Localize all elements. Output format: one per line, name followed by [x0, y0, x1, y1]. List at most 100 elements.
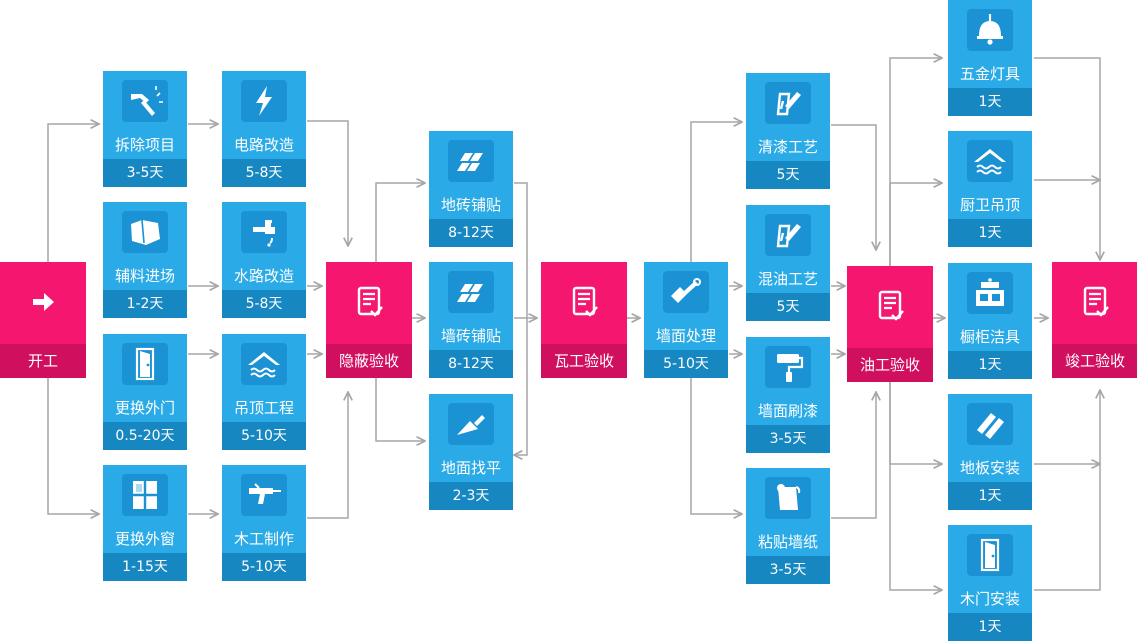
lamp-icon	[967, 9, 1013, 51]
node-footer	[746, 161, 830, 189]
node-label: 地砖铺贴	[440, 196, 501, 214]
task-plumbing: 水路改造 5-8天	[222, 202, 306, 318]
tiles-icon	[448, 271, 494, 313]
ceiling-icon	[967, 140, 1013, 182]
node-label: 木工制作	[233, 530, 294, 548]
node-label: 墙面刷漆	[757, 402, 818, 420]
faucet-icon	[241, 211, 287, 253]
connector	[690, 375, 742, 514]
connector	[1034, 57, 1100, 260]
checklist-icon	[871, 286, 909, 326]
scraper-icon	[663, 271, 709, 313]
node-footer	[948, 219, 1032, 247]
task-wall-prep: 墙面处理 5-10天	[644, 262, 728, 378]
paint-roller-icon	[765, 346, 811, 388]
node-label: 更换外窗	[114, 530, 175, 548]
hammer-icon	[122, 80, 168, 122]
node-label: 木门安装	[959, 590, 1020, 608]
paint-brush-icon	[765, 82, 811, 124]
node-label: 墙面处理	[655, 327, 716, 345]
node-duration: 5-10天	[241, 559, 287, 575]
connector	[375, 183, 425, 262]
wallpaper-roll-icon	[765, 477, 811, 519]
door-icon	[122, 343, 168, 385]
node-label: 瓦工验收	[553, 352, 614, 370]
node-duration: 5-10天	[663, 356, 709, 372]
node-footer	[222, 159, 306, 187]
node-duration: 5-8天	[245, 165, 283, 181]
node-label: 拆除项目	[114, 136, 175, 154]
node-label: 吊顶工程	[233, 399, 294, 417]
node-label: 五金灯具	[959, 65, 1020, 83]
node-label: 更换外门	[114, 399, 175, 417]
connector	[307, 120, 348, 246]
node-label: 墙砖铺贴	[440, 327, 501, 345]
node-duration: 3-5天	[769, 431, 807, 447]
node-footer	[222, 290, 306, 318]
node-duration: 1天	[978, 357, 1002, 373]
tiles-icon	[448, 140, 494, 182]
node-footer	[948, 482, 1032, 510]
connector	[889, 380, 942, 590]
node-label: 隐蔽验收	[338, 352, 399, 370]
trowel-icon	[448, 403, 494, 445]
node-footer	[429, 219, 513, 247]
node-duration: 5-8天	[245, 296, 283, 312]
node-duration: 1-15天	[122, 559, 168, 575]
node-duration: 5天	[776, 167, 800, 183]
node-footer	[644, 350, 728, 378]
checkpoint-concealed-check: 隐蔽验收	[326, 262, 412, 378]
task-wall-tiles: 墙砖铺贴 8-12天	[429, 262, 513, 378]
cabinet-icon	[967, 272, 1013, 314]
node-footer	[429, 482, 513, 510]
connector	[889, 380, 942, 464]
node-footer	[847, 348, 933, 382]
connector	[831, 392, 876, 519]
node-footer	[326, 344, 412, 378]
node-label: 清漆工艺	[757, 138, 818, 156]
node-duration: 8-12天	[448, 356, 494, 372]
door-icon	[967, 534, 1013, 576]
lightning-icon	[241, 80, 287, 122]
task-clear-paint: 清漆工艺 5天	[746, 73, 830, 189]
glue-gun-icon	[241, 474, 287, 516]
connector	[47, 375, 99, 514]
task-wall-paint: 墙面刷漆 3-5天	[746, 337, 830, 453]
connector	[307, 392, 348, 519]
node-label: 电路改造	[233, 136, 294, 154]
floorboard-icon	[967, 403, 1013, 445]
ceiling-icon	[241, 343, 287, 385]
paint-brush-icon	[765, 214, 811, 256]
connector	[47, 124, 99, 262]
node-footer	[746, 425, 830, 453]
task-carpentry: 木工制作 5-10天	[222, 465, 306, 581]
node-footer	[948, 613, 1032, 641]
node-label: 竣工验收	[1064, 352, 1125, 370]
node-footer	[429, 350, 513, 378]
connector	[1034, 390, 1100, 591]
node-footer	[746, 556, 830, 584]
window-icon	[122, 474, 168, 516]
node-duration: 5天	[776, 299, 800, 315]
node-label: 厨卫吊顶	[959, 196, 1020, 214]
node-duration: 0.5-20天	[115, 428, 175, 444]
node-label: 辅料进场	[114, 267, 175, 285]
node-label: 水路改造	[233, 267, 294, 285]
node-footer	[103, 553, 187, 581]
task-electrical: 电路改造 5-8天	[222, 71, 306, 187]
node-footer	[103, 422, 187, 450]
node-footer	[222, 553, 306, 581]
node-label: 开工	[27, 352, 58, 370]
checkpoint-painting-check: 油工验收	[847, 266, 933, 382]
connector	[375, 375, 425, 441]
